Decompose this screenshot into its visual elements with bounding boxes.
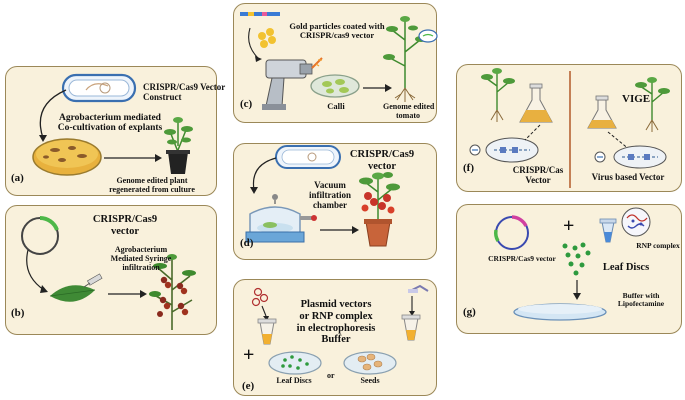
tomato-plant-icon (164, 117, 193, 174)
panel-g-tag: (g) (463, 306, 476, 318)
panel-g-rnp-label: RNP complex (636, 241, 680, 250)
panel-d-tag: (d) (240, 237, 254, 249)
eppendorf-tube-icon (401, 314, 421, 341)
rnp-complex-icon (621, 207, 651, 237)
panel-c-calli-label: Calli (327, 101, 345, 111)
flask-icon (519, 83, 553, 123)
panel-f-right-label: Virus based Vector (591, 172, 665, 182)
plasmid-icon (469, 137, 539, 163)
vacuum-chamber-icon (245, 194, 317, 243)
panel-e-leaf-discs: Leaf Discs (276, 376, 312, 385)
panel-e-seeds: Seeds (360, 376, 380, 385)
petri-dish-icon (32, 138, 102, 176)
panel-e-tag: (e) (242, 380, 255, 392)
plasmid-icon (21, 215, 59, 255)
petri-dish-icon (310, 74, 360, 98)
gold-particles-icon (258, 28, 276, 48)
panel-e-plus: + (243, 344, 255, 366)
petri-dish-icon (268, 351, 322, 375)
tomato-plant-icon (149, 254, 196, 330)
tomato-plant-icon (635, 77, 670, 132)
panel-c-tag: (c) (240, 98, 253, 110)
gene-gun-icon (262, 59, 313, 110)
eppendorf-tube-icon (257, 318, 277, 345)
plasmid-icon (494, 215, 529, 250)
panel-b-tag: (b) (11, 307, 25, 319)
leaf-discs-icon (562, 242, 591, 276)
tomato-plant-icon (359, 172, 400, 247)
petri-dish-icon (513, 303, 607, 321)
leaf-icon (49, 285, 96, 302)
tomato-plant-icon (383, 16, 427, 102)
panel-g-leaf-discs: Leaf Discs (602, 262, 650, 273)
eppendorf-tube-icon (599, 218, 617, 243)
panel-e-or: or (327, 371, 335, 380)
panel-f-right-title: VIGE (622, 93, 651, 105)
panel-g-plus: + (563, 215, 575, 237)
plasmid-icon (251, 287, 269, 307)
panel-g-vector-label: CRISPR/Cas9 vector (488, 254, 556, 263)
vector-capsule-icon (61, 73, 137, 103)
panel-b (5, 205, 217, 335)
petri-dish-icon (343, 351, 397, 375)
syringe-icon (83, 273, 103, 288)
plasmid-icon (418, 29, 438, 43)
flask-icon (587, 95, 617, 129)
panel-a-tag: (a) (11, 172, 24, 184)
panel-f-tag: (f) (463, 162, 474, 174)
viral-vector-icon (594, 145, 667, 169)
pipette-icon (408, 284, 429, 293)
tomato-plant-icon (481, 68, 515, 122)
vector-capsule-icon (275, 145, 341, 169)
